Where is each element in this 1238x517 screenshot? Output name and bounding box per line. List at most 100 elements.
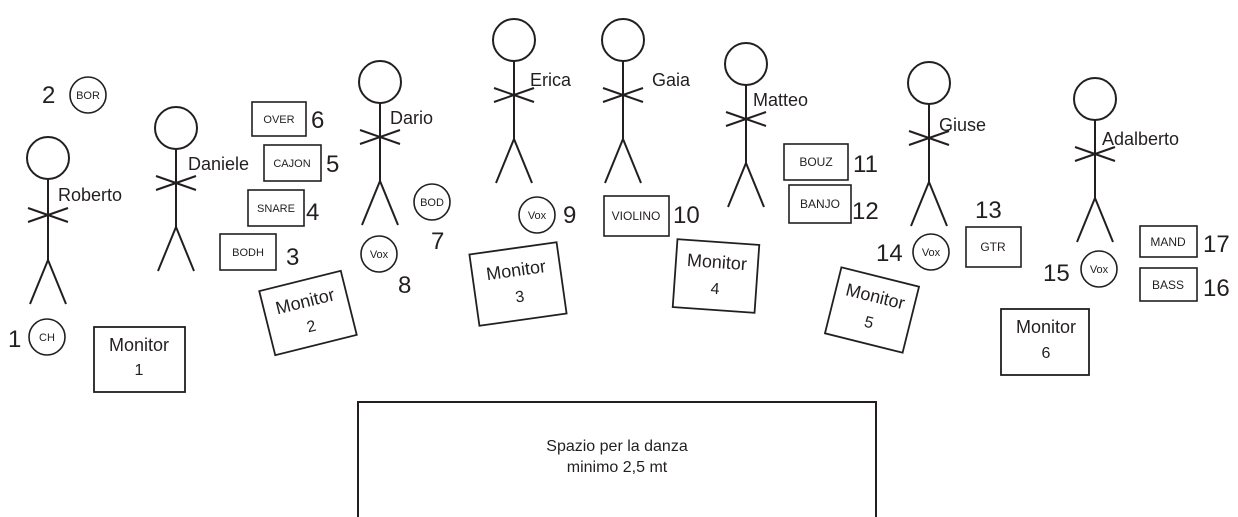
channel-10: VIOLINO 10 <box>603 195 700 237</box>
monitor-wedge <box>93 326 186 393</box>
stick-figure-icon <box>907 61 951 227</box>
channel-number: 9 <box>563 202 576 229</box>
channel-label: CAJON <box>273 158 310 170</box>
channel-15: Vox 15 <box>1043 250 1118 288</box>
channel-9: Vox 9 <box>518 196 576 234</box>
channel-number: 5 <box>326 151 339 178</box>
input-box <box>788 184 852 224</box>
channel-number: 17 <box>1203 231 1230 258</box>
channel-17: MAND 17 <box>1139 225 1230 258</box>
performer-roberto: Roberto <box>26 136 122 305</box>
monitor-label: Monitor <box>844 279 907 313</box>
performer-matteo: Matteo <box>724 42 808 208</box>
channel-label: Vox <box>370 249 389 261</box>
input-box <box>251 101 307 137</box>
performer-daniele: Daniele <box>154 106 249 272</box>
monitor-5: Monitor 5 <box>823 266 921 354</box>
input-box <box>603 195 670 237</box>
channel-label: CH <box>39 332 55 344</box>
stick-figure-icon <box>724 42 768 208</box>
input-box <box>783 143 849 181</box>
channel-label: BOD <box>420 197 444 209</box>
channel-label: MAND <box>1150 235 1186 249</box>
performer-gaia: Gaia <box>601 18 691 184</box>
channel-label: Vox <box>922 247 941 259</box>
input-box <box>247 189 305 227</box>
channel-1: CH 1 <box>8 318 66 356</box>
channel-13: GTR 13 <box>965 197 1022 268</box>
channel-number: 6 <box>311 107 324 134</box>
monitor-4: Monitor 4 <box>671 238 761 314</box>
monitor-number: 3 <box>514 288 525 306</box>
stick-figure-icon <box>154 106 198 272</box>
performer-name-roberto: Roberto <box>58 185 122 205</box>
channel-number: 8 <box>398 272 411 299</box>
channel-number: 12 <box>852 198 879 225</box>
mic-icon <box>360 235 398 273</box>
performer-erica: Erica <box>492 18 572 184</box>
performer-name-dario: Dario <box>390 108 433 128</box>
monitor-1: Monitor 1 <box>93 326 186 393</box>
stick-figure-icon <box>358 60 402 226</box>
monitor-label: Monitor <box>1016 317 1076 337</box>
channel-14: Vox 14 <box>876 233 950 271</box>
channel-label: VIOLINO <box>612 209 661 223</box>
channel-label: SNARE <box>257 203 295 215</box>
channel-12: BANJO 12 <box>788 184 879 225</box>
monitor-wedge <box>823 266 921 354</box>
channel-4: SNARE 4 <box>247 189 319 227</box>
channel-number: 4 <box>306 199 319 226</box>
channel-3: BODH 3 <box>219 233 299 271</box>
dance-area: Spazio per la danza minimo 2,5 mt <box>357 401 877 517</box>
monitor-number: 5 <box>862 314 875 333</box>
stick-figure-icon <box>492 18 536 184</box>
channel-label: BODH <box>232 247 264 259</box>
channel-7: BOD 7 <box>413 183 451 255</box>
channel-label: BANJO <box>800 197 840 211</box>
performer-giuse: Giuse <box>907 61 986 227</box>
channel-label: BASS <box>1152 278 1184 292</box>
monitor-label: Monitor <box>109 335 169 355</box>
channel-11: BOUZ 11 <box>783 143 878 181</box>
input-box <box>965 226 1022 268</box>
channel-6: OVER 6 <box>251 101 324 137</box>
monitor-number: 2 <box>305 318 318 337</box>
channel-number: 11 <box>853 151 878 178</box>
channel-2: BOR 2 <box>42 76 107 114</box>
mic-icon <box>518 196 556 234</box>
mic-icon <box>912 233 950 271</box>
monitor-3: Monitor 3 <box>468 241 568 327</box>
channel-number: 14 <box>876 240 903 267</box>
channel-number: 13 <box>975 197 1002 224</box>
channel-label: OVER <box>263 114 294 126</box>
monitor-number: 4 <box>710 281 720 299</box>
channel-number: 1 <box>8 326 21 353</box>
channel-label: GTR <box>980 240 1006 254</box>
dance-area-note: minimo 2,5 mt <box>567 459 668 476</box>
performer-dario: Dario <box>358 60 433 226</box>
performer-adalberto: Adalberto <box>1073 77 1179 243</box>
performer-name-gaia: Gaia <box>652 70 691 90</box>
performer-name-erica: Erica <box>530 70 572 90</box>
monitor-wedge <box>258 269 358 357</box>
stick-figure-icon <box>601 18 645 184</box>
monitor-number: 1 <box>135 362 144 379</box>
mic-icon <box>28 318 66 356</box>
monitor-wedge <box>671 238 761 314</box>
mic-icon <box>1080 250 1118 288</box>
monitor-2: Monitor 2 <box>258 269 358 357</box>
monitor-wedge <box>468 241 568 327</box>
performer-name-giuse: Giuse <box>939 115 986 135</box>
input-box <box>219 233 277 271</box>
stick-figure-icon <box>1073 77 1117 243</box>
monitor-label: Monitor <box>485 256 547 284</box>
channel-number: 16 <box>1203 275 1230 302</box>
input-box <box>263 144 322 182</box>
channel-16: BASS 16 <box>1139 267 1230 302</box>
monitor-6: Monitor 6 <box>1000 308 1090 376</box>
channel-8: Vox 8 <box>360 235 411 299</box>
stick-figure-icon <box>26 136 70 305</box>
channel-5: CAJON 5 <box>263 144 339 182</box>
performer-name-adalberto: Adalberto <box>1102 129 1179 149</box>
channel-label: Vox <box>1090 264 1109 276</box>
